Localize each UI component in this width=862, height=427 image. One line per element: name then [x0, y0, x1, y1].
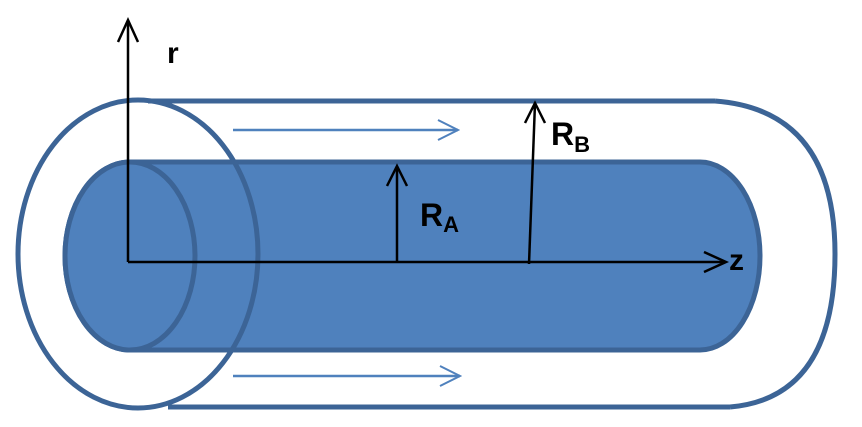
outer-cylinder	[148, 98, 838, 410]
inner-cylinder-front-face	[62, 159, 198, 353]
r-axis-label: r	[167, 37, 179, 70]
z-axis-arrowhead	[703, 250, 730, 274]
r-axis-arrowhead	[116, 16, 140, 43]
radius-b-label: RB	[551, 116, 590, 157]
z-axis-label: z	[729, 244, 744, 277]
inner-cylinder	[62, 159, 763, 353]
outer-cylinder-right-cap	[714, 98, 838, 410]
radius-b-arrow-line	[527, 102, 537, 265]
radius-a-label-subscript: A	[443, 212, 459, 237]
radius-b-label-subscript: B	[574, 132, 590, 157]
radius-a-arrowhead	[385, 163, 409, 187]
outer-cylinder-front-face	[15, 97, 261, 411]
radius-a-label: RA	[420, 197, 459, 237]
axes	[116, 16, 730, 274]
radius-b-label-main: R	[551, 116, 574, 152]
radius-b-arrowhead	[523, 100, 547, 124]
radius-a-label-main: R	[420, 197, 443, 233]
